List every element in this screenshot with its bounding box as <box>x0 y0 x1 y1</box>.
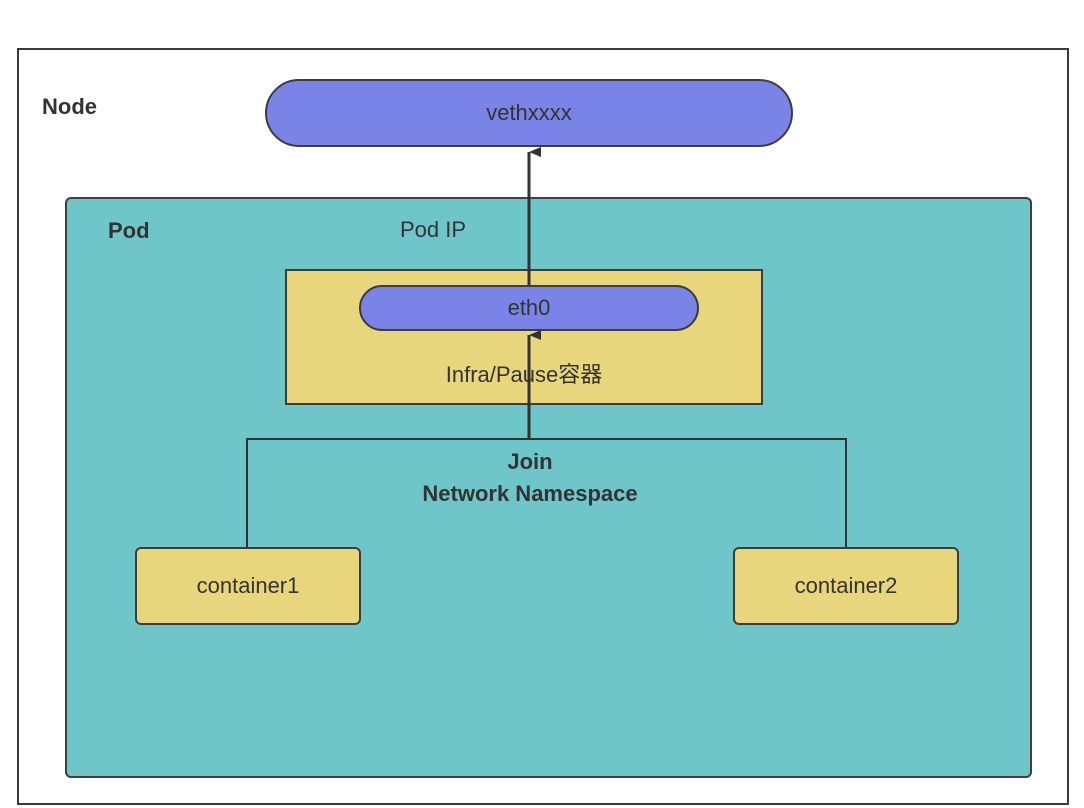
connector-join-bracket <box>246 438 847 547</box>
join-label-line1: Join <box>507 449 553 474</box>
eth0-pill: eth0 <box>359 285 699 331</box>
join-label-line2: Network Namespace <box>422 481 638 506</box>
veth-pill: vethxxxx <box>265 79 793 147</box>
container1-box: container1 <box>135 547 361 625</box>
node-label: Node <box>42 94 97 119</box>
pod-ip-label: Pod IP <box>400 217 467 242</box>
join-network-namespace-label: Join Network Namespace <box>330 446 730 510</box>
container2-box: container2 <box>733 547 959 625</box>
pod-label: Pod <box>108 218 150 243</box>
infra-pause-container-label: Infra/Pause容器 <box>445 362 603 387</box>
